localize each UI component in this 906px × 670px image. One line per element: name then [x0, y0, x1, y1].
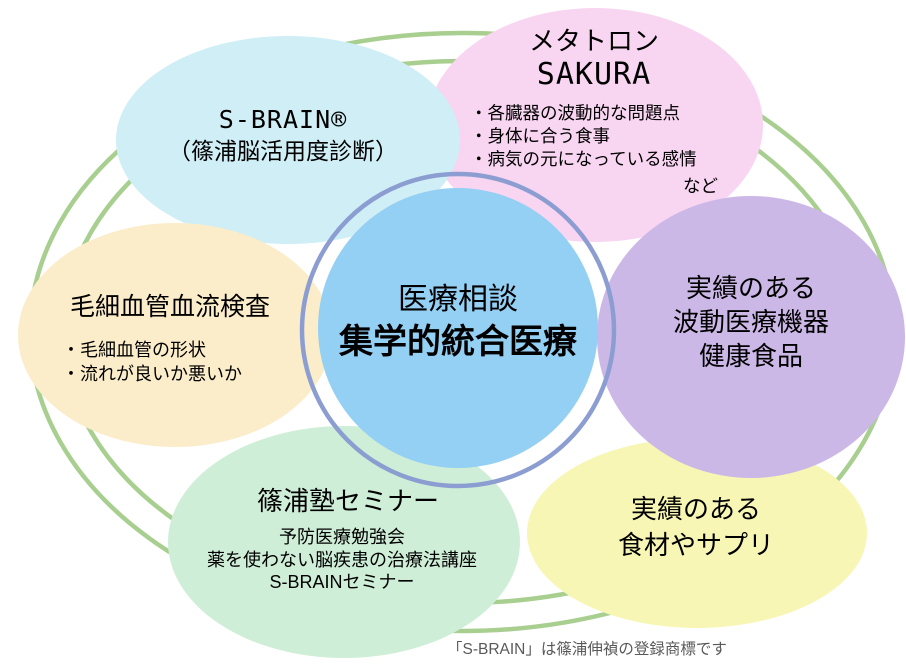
petal-metatron-label: メタトロン SAKURA [529, 25, 659, 93]
seminar-title: 篠浦塾セミナー [256, 486, 440, 516]
metatron-etc-label: など [683, 176, 718, 196]
supplement-line: 食材やサプリ [617, 530, 775, 560]
center-circle [318, 188, 598, 468]
petal-supplement-label: 実績のある 食材やサプリ [618, 491, 774, 563]
metatron-title-en: SAKURA [536, 57, 652, 92]
seminar-line: 予防医療勉強会 [279, 527, 405, 547]
capillary-bullet: ・毛細血管の形状 [62, 340, 206, 360]
petal-sbrain-label: S-BRAIN® （篠浦脳活用度診断） [168, 104, 398, 166]
petal-sbrain-ellipse [116, 36, 460, 244]
center-title: 医療相談 [398, 283, 518, 316]
metatron-bullet: ・病気の元になっている感情 [470, 149, 697, 169]
wave-device-line: 健康食品 [698, 341, 804, 371]
metatron-bullet: ・各臓器の波動的な問題点 [470, 103, 680, 123]
supplement-line: 実績のある [630, 494, 762, 524]
petal-capillary-ellipse [18, 223, 332, 447]
trademark-note: 「S-BRAIN」は篠浦伸禎の登録商標です [447, 641, 727, 658]
center-label: 医療相談 集学的統合医療 [339, 281, 577, 365]
seminar-line-list: 予防医療勉強会 薬を使わない脳疾患の治療法講座 S-BRAINセミナー [207, 526, 477, 594]
metatron-title-jp: メタトロン [528, 26, 660, 56]
center-subtitle: 集学的統合医療 [339, 323, 577, 361]
center-circle-ring [299, 171, 617, 489]
petal-wave-device-label: 実績のある 波動医療機器 健康食品 [673, 271, 829, 373]
sbrain-title: S-BRAIN® [218, 105, 348, 134]
sbrain-subtitle: （篠浦脳活用度診断） [168, 138, 398, 164]
wave-device-line: 実績のある [685, 273, 817, 303]
petal-supplement-ellipse [527, 438, 867, 628]
capillary-title: 毛細血管血流検査 [69, 293, 271, 321]
capillary-bullet: ・流れが良いか悪いか [62, 364, 242, 384]
metatron-bullet: ・身体に合う食事 [470, 126, 610, 146]
seminar-line: S-BRAINセミナー [269, 572, 415, 592]
petal-wave-device-ellipse [597, 196, 905, 478]
seminar-line: 薬を使わない脳疾患の治療法講座 [207, 549, 477, 570]
wave-device-line: 波動医療機器 [672, 307, 830, 337]
capillary-bullet-list: ・毛細血管の形状 ・流れが良いか悪いか [62, 338, 242, 386]
metatron-bullet-list: ・各臓器の波動的な問題点 ・身体に合う食事 ・病気の元になっている感情 など [470, 102, 722, 198]
